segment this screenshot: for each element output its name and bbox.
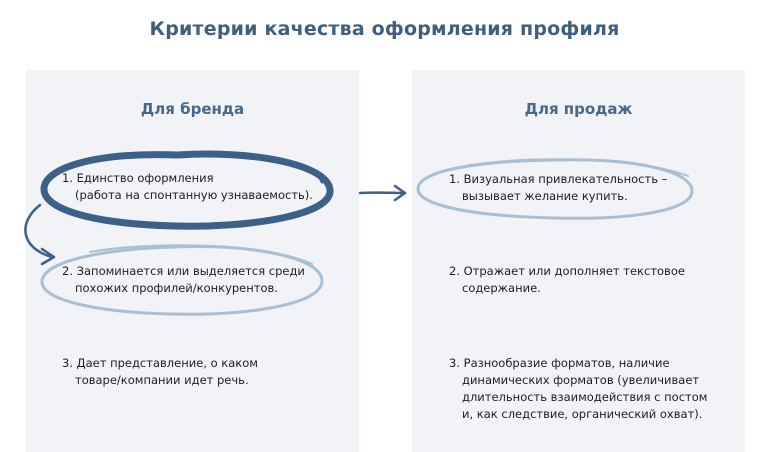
sales-item-3: 3. Разнообразие форматов, наличие динами…	[449, 355, 707, 423]
sales-item-2: 2. Отражает или дополняет текстовое соде…	[449, 263, 685, 297]
brand-item-1-line2: (работа на спонтанную узнаваемость).	[75, 188, 313, 202]
sales-item-3-line2: динамических форматов (увеличивает	[462, 373, 700, 387]
brand-panel: Для бренда	[26, 70, 359, 452]
brand-item-3-line1: 3. Дает представление, о каком	[62, 356, 258, 370]
sales-panel: Для продаж	[412, 70, 745, 452]
sales-item-1: 1. Визуальная привлекательность – вызыва…	[449, 171, 667, 205]
brand-item-1: 1. Единство оформления (работа на спонта…	[62, 170, 313, 204]
brand-item-3: 3. Дает представление, о каком товаре/ко…	[62, 355, 258, 389]
brand-item-1-line1: 1. Единство оформления	[62, 171, 214, 185]
brand-item-2: 2. Запоминается или выделяется среди пох…	[62, 263, 305, 297]
sales-item-3-line1: 3. Разнообразие форматов, наличие	[449, 356, 670, 370]
sales-item-3-line3: длительность взаимодействия с постом	[462, 390, 708, 404]
sales-item-2-line2: содержание.	[462, 281, 541, 295]
sales-item-1-line1: 1. Визуальная привлекательность –	[449, 172, 668, 186]
right-arrow-icon	[358, 184, 407, 202]
sales-heading: Для продаж	[524, 100, 633, 118]
brand-heading: Для бренда	[140, 100, 245, 118]
sales-item-2-line1: 2. Отражает или дополняет текстовое	[449, 264, 685, 278]
sales-item-1-line2: вызывает желание купить.	[462, 189, 628, 203]
brand-item-2-line1: 2. Запоминается или выделяется среди	[62, 264, 305, 278]
brand-item-2-line2: похожих профилей/конкурентов.	[75, 281, 278, 295]
diagram-title: Критерии качества оформления профиля	[149, 18, 620, 40]
sales-item-3-line4: и, как следствие, органический охват).	[462, 407, 703, 421]
brand-item-3-line2: товаре/компании идет речь.	[75, 373, 249, 387]
